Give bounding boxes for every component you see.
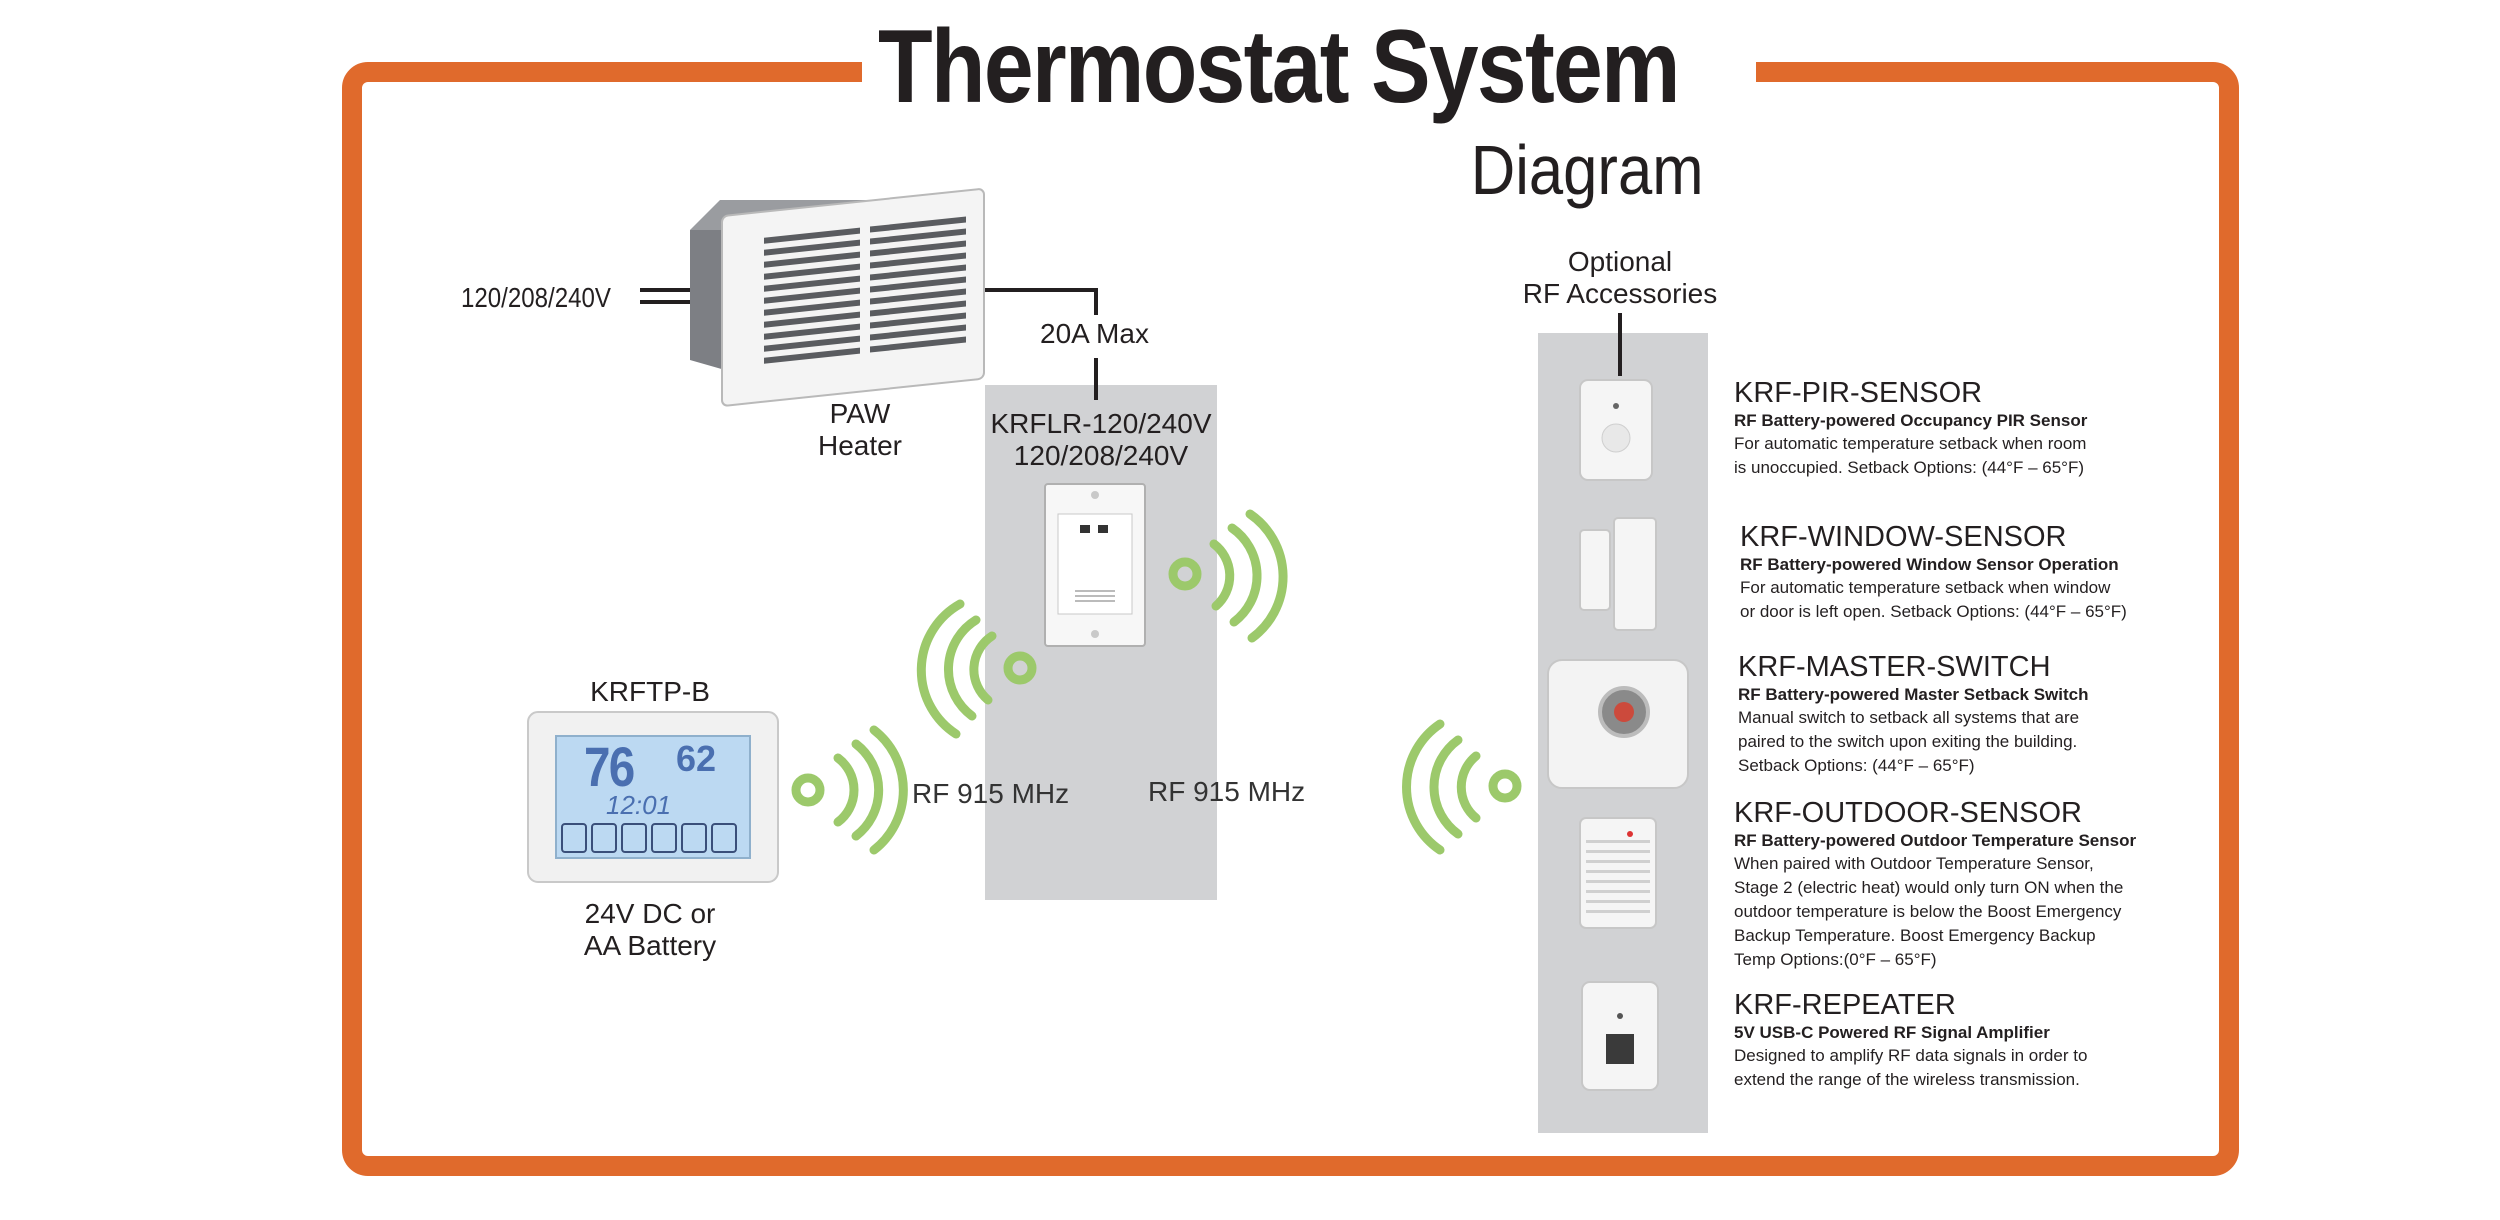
accessory-subtitle: RF Battery-powered Occupancy PIR Sensor (1734, 411, 2088, 430)
accessory-repeater-image (1581, 981, 1659, 1091)
page-subtitle: Diagram (1471, 131, 1704, 209)
heater-amp-label: 20A Max (1040, 318, 1149, 349)
accessories-header: Optional RF Accessories (1522, 246, 1718, 309)
accessory-item-repeater: KRF-REPEATER 5V USB-C Powered RF Signal … (1734, 988, 2174, 1092)
accessory-subtitle: 5V USB-C Powered RF Signal Amplifier (1734, 1023, 2050, 1042)
accessory-description: For automatic temperature setback when r… (1734, 434, 2087, 477)
thermostat-power-label: 24V DC or AA Battery (583, 898, 717, 961)
page-title: Thermostat System (878, 9, 1681, 125)
title-mask (862, 20, 1756, 100)
thermostat-model-label: KRFTP-B (590, 676, 710, 707)
relay-model-label: KRFLR-120/240V (990, 408, 1212, 439)
thermostat-display-setpoint: 62 (676, 738, 717, 779)
accessory-description: Designed to amplify RF data signals in o… (1734, 1046, 2088, 1089)
accessory-description: When paired with Outdoor Temperature Sen… (1734, 854, 2124, 969)
rf-waves (791, 509, 1522, 855)
accessory-subtitle: RF Battery-powered Window Sensor Operati… (1740, 555, 2119, 574)
heater-name-label: PAW Heater (817, 398, 903, 461)
accessory-item-window-sensor: KRF-WINDOW-SENSOR RF Battery-powered Win… (1740, 520, 2180, 624)
wiring (640, 288, 1622, 400)
accessory-outdoor-sensor-image (1579, 817, 1657, 929)
accessory-name: KRF-OUTDOOR-SENSOR (1734, 797, 2082, 829)
accessory-master-switch-image (1547, 659, 1689, 789)
relay-device-image (1044, 483, 1146, 647)
accessory-subtitle: RF Battery-powered Outdoor Temperature S… (1734, 831, 2137, 850)
accessory-item-outdoor-sensor: KRF-OUTDOOR-SENSOR RF Battery-powered Ou… (1734, 796, 2174, 972)
accessory-item-master-switch: KRF-MASTER-SWITCH RF Battery-powered Mas… (1738, 650, 2178, 778)
accessory-item-pir: KRF-PIR-SENSOR RF Battery-powered Occupa… (1734, 376, 2174, 480)
accessory-description: Manual switch to setback all systems tha… (1738, 708, 2080, 775)
accessory-pir-image (1579, 379, 1653, 481)
thermostat-display-time: 12:01 (606, 790, 672, 820)
accessory-description: For automatic temperature setback when w… (1740, 578, 2127, 621)
accessory-name: KRF-REPEATER (1734, 989, 1956, 1021)
accessory-subtitle: RF Battery-powered Master Setback Switch (1738, 685, 2089, 704)
accessory-name: KRF-PIR-SENSOR (1734, 377, 1983, 409)
heater-voltage-label: 120/208/240V (461, 282, 611, 313)
diagram-frame (342, 62, 2239, 1176)
rf-label-left: RF 915 MHz (912, 778, 1070, 809)
accessory-name: KRF-MASTER-SWITCH (1738, 651, 2051, 683)
accessory-name: KRF-WINDOW-SENSOR (1740, 521, 2067, 553)
rf-label-right: RF 915 MHz (1148, 776, 1306, 807)
accessory-window-sensor-image (1579, 517, 1657, 631)
relay-voltage-label: 120/208/240V (1013, 440, 1189, 471)
heater-image (690, 188, 985, 407)
thermostat-image (527, 711, 779, 883)
thermostat-display-temp: 76 (584, 735, 635, 798)
